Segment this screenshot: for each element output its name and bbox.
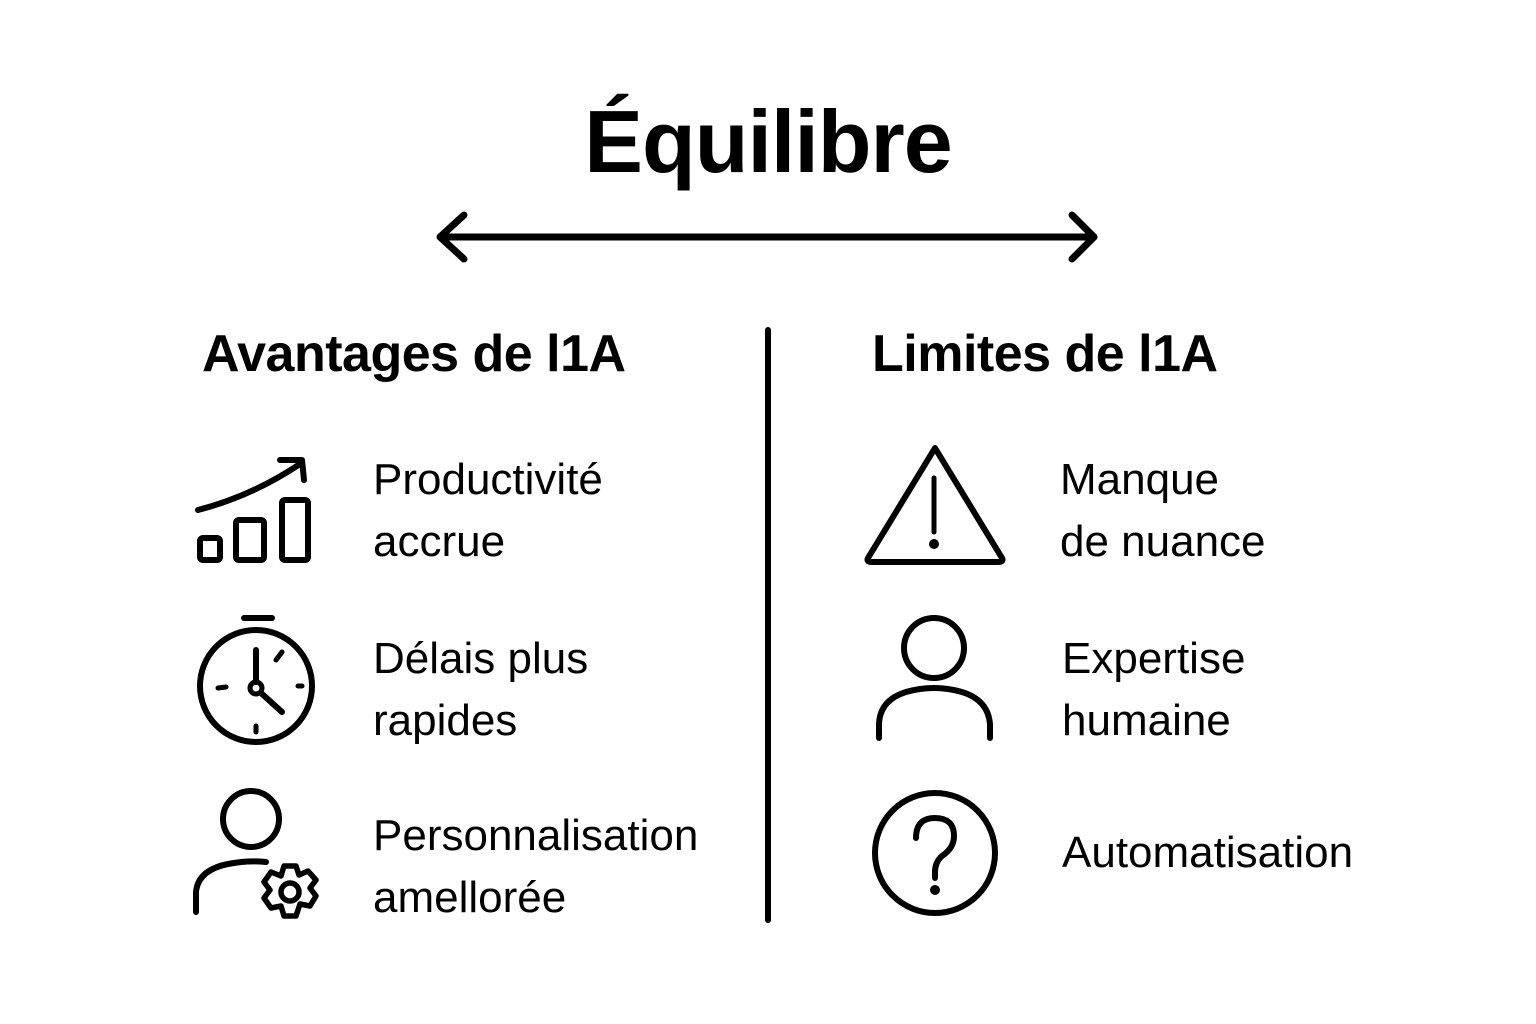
item-label: Délais plus rapides: [373, 634, 589, 745]
advantages-heading: Avantages de l1A: [202, 325, 626, 383]
user-icon: [876, 615, 993, 741]
limits-heading: Limites de l1A: [872, 325, 1218, 383]
user-gear-icon: [193, 788, 319, 919]
question-circle-icon: [872, 790, 998, 916]
column-divider: [765, 327, 771, 923]
item-label: Expertise humaine: [1062, 634, 1246, 745]
warning-triangle-icon: [864, 445, 1006, 565]
growth-chart-icon: [195, 457, 311, 563]
item-label: Productivité accrue: [373, 455, 603, 566]
item-label: Personnalisation amellorée: [373, 811, 699, 922]
item-label: Automatisation: [1062, 828, 1354, 877]
item-label: Manque de nuance: [1060, 455, 1266, 566]
double-arrow-icon: [436, 211, 1098, 263]
stopwatch-icon: [197, 615, 315, 745]
page-title: Équilibre: [584, 92, 953, 191]
